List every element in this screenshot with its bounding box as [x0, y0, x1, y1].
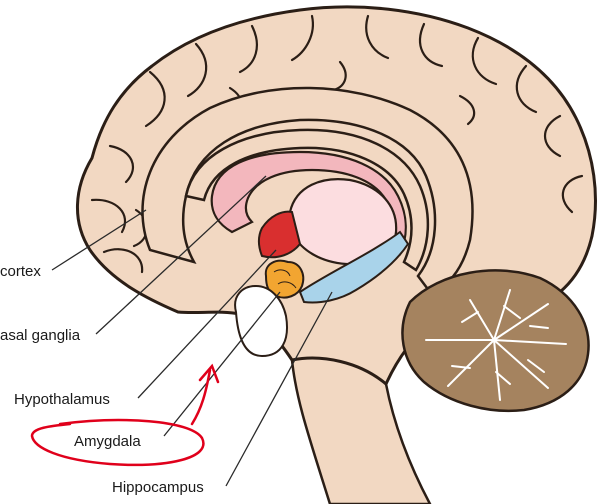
label-cortex: cortex: [0, 263, 41, 280]
amygdala-texture: [273, 269, 297, 289]
corpus-callosum: [184, 128, 430, 272]
label-hypothalamus: Hypothalamus: [14, 391, 110, 408]
red-annotation: [30, 363, 220, 467]
cerebellum: [401, 269, 590, 413]
label-basal-ganglia: asal ganglia: [0, 327, 81, 344]
leader-lines: [51, 175, 333, 487]
hippocampus-region: [298, 230, 410, 304]
label-amygdala: Amygdala: [74, 433, 141, 450]
red-arrow-head: [198, 363, 220, 384]
brain-stem: [290, 355, 432, 504]
temporal-white-space: [234, 284, 288, 358]
red-circle: [30, 418, 205, 467]
thalamus: [288, 178, 398, 266]
hypothalamus-region: [258, 210, 302, 259]
label-hippocampus: Hippocampus: [112, 479, 204, 496]
red-arrow-shaft: [190, 368, 212, 426]
